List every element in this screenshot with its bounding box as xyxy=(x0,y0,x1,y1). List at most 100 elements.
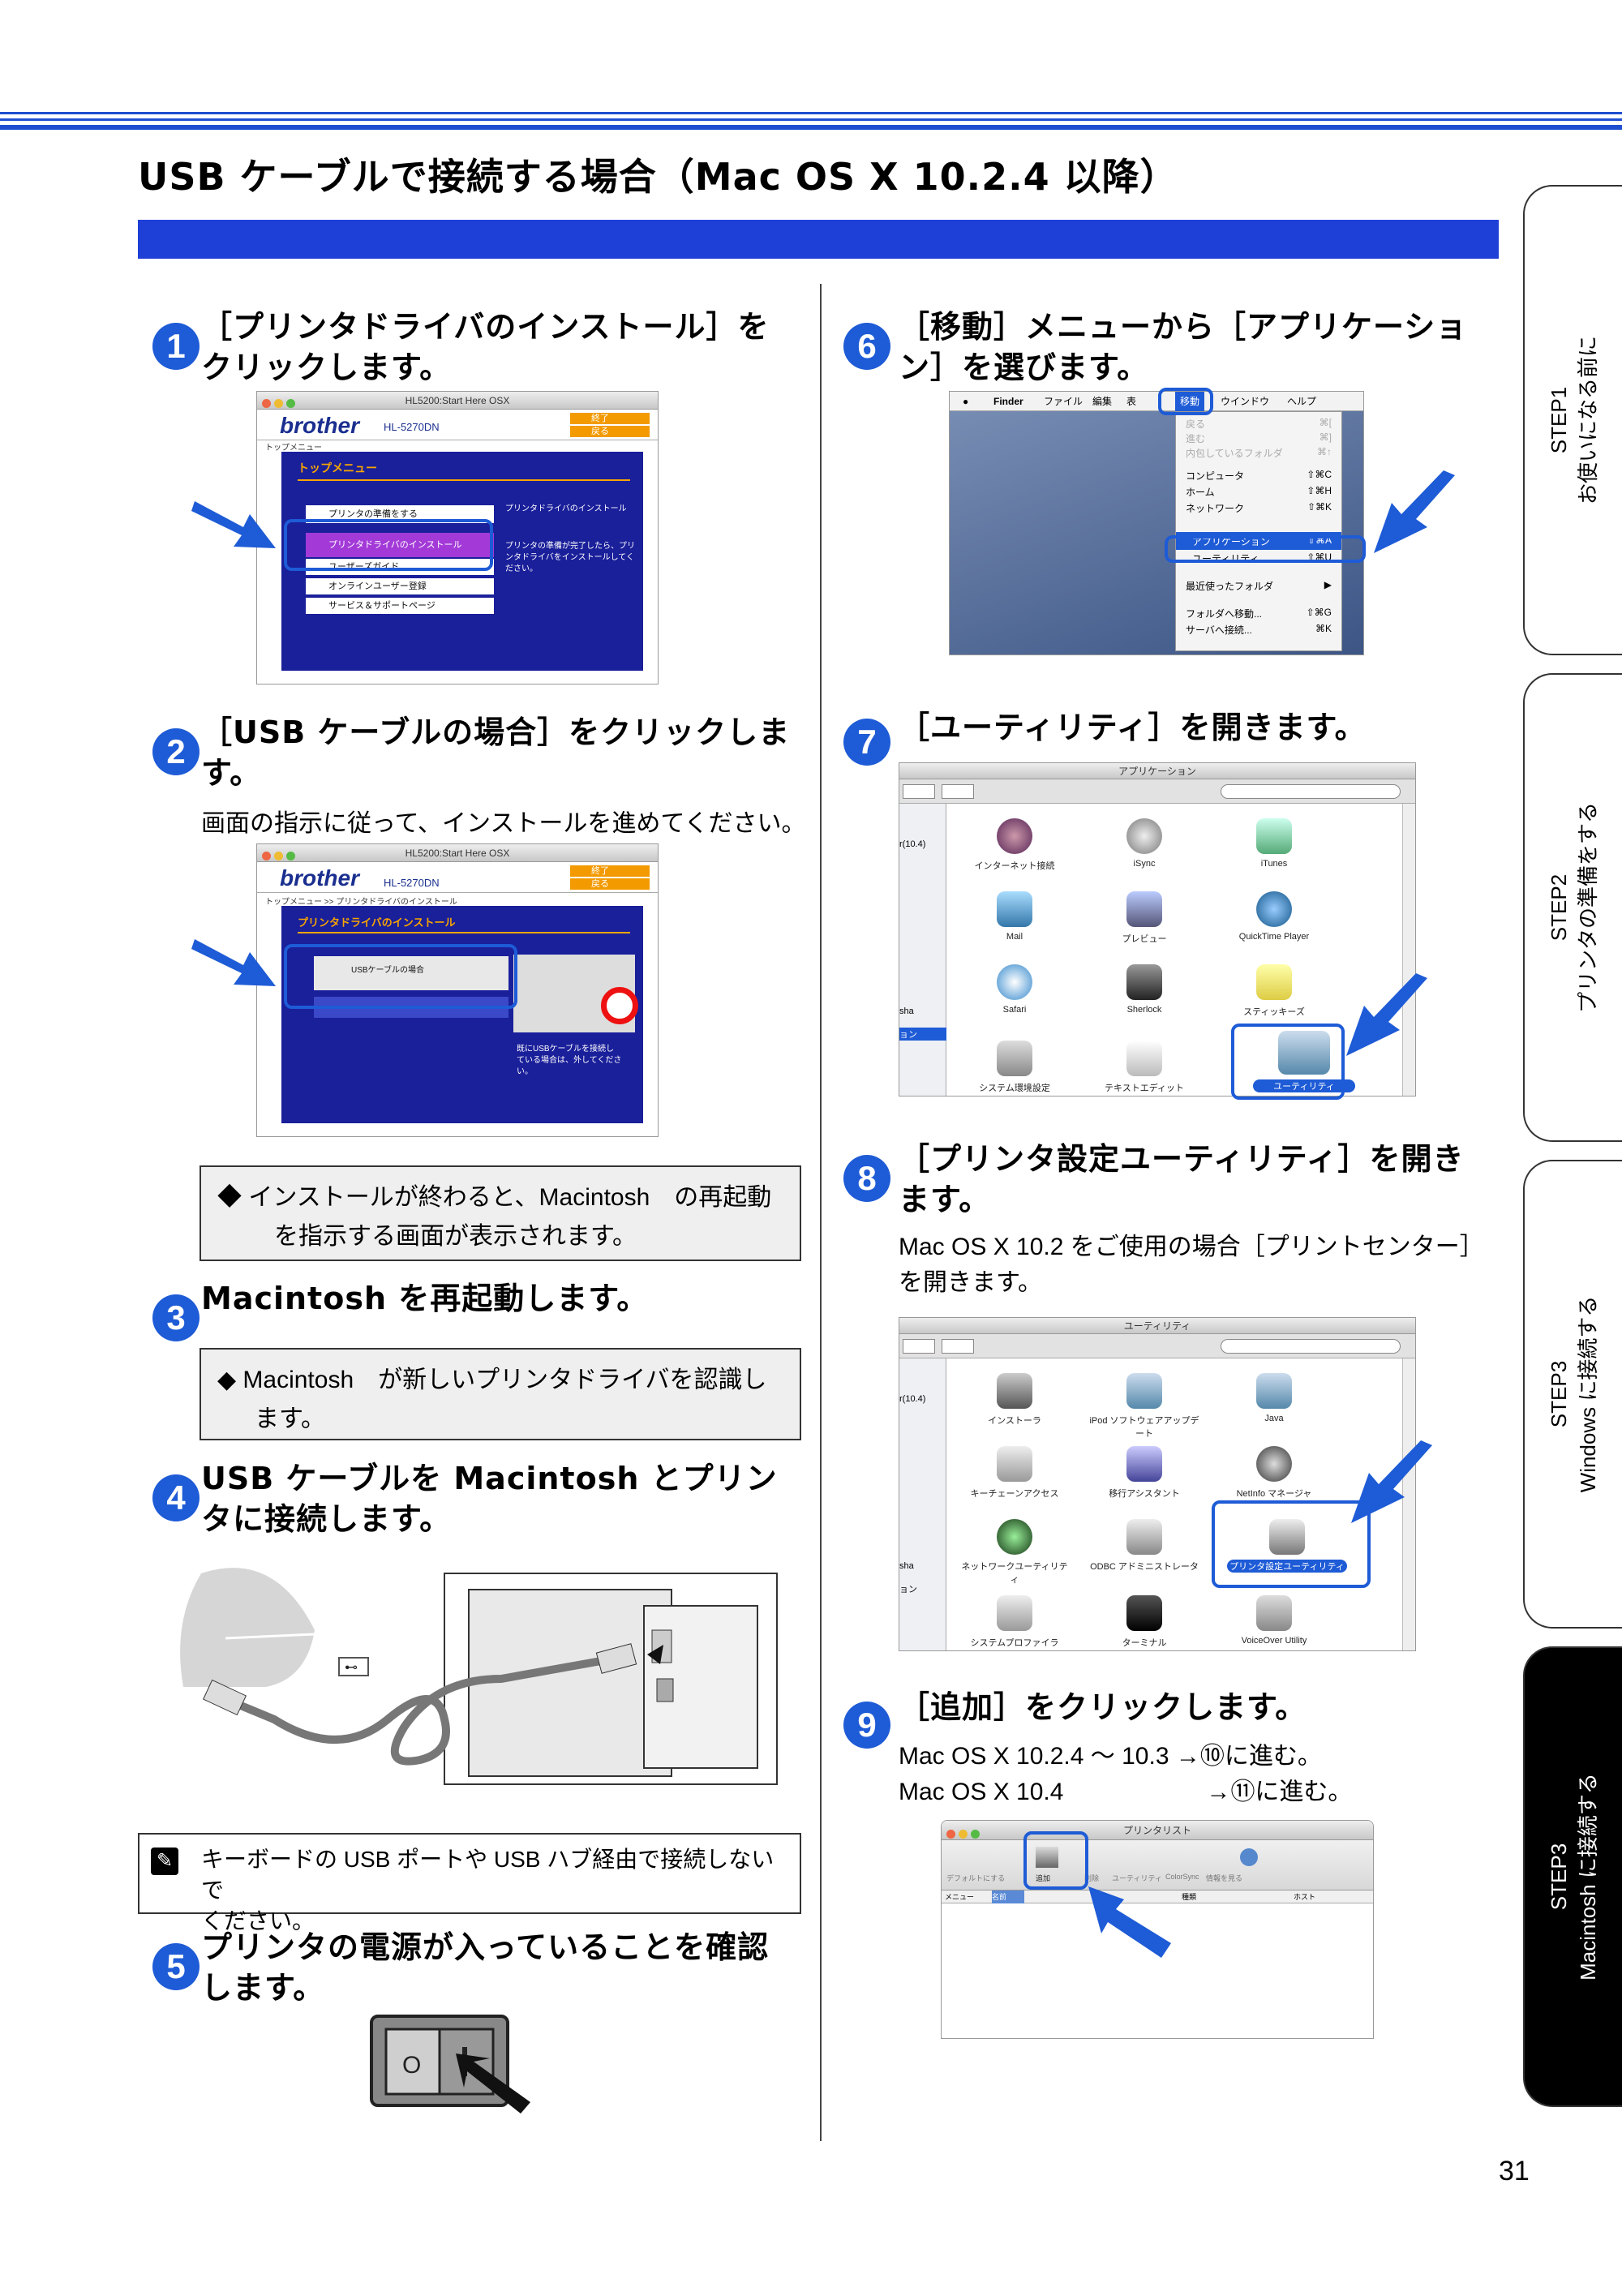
go-to-folder[interactable]: フォルダへ移動... xyxy=(1186,608,1263,620)
menubar-window[interactable]: ウインドウ xyxy=(1221,396,1270,407)
installer-screenshot-2: HL5200:Start Here OSX brother HL-5270DN … xyxy=(256,843,659,1137)
highlight-usb-option xyxy=(284,944,517,1009)
printer-list-screenshot: プリンタリスト デフォルトにする 追加 削除 ユーティリティ ColorSync… xyxy=(941,1820,1374,2039)
show-info-button[interactable]: 情報を見る xyxy=(1206,1874,1243,1882)
menubar-edit[interactable]: 編集 xyxy=(1092,396,1113,407)
applications-window-screenshot: アプリケーション r(10.4) sha ョン インターネット接続 iSync … xyxy=(899,762,1416,1097)
usb-cable-option[interactable]: USBケーブルの場合 xyxy=(314,956,508,990)
menubar-view[interactable]: 表 xyxy=(1126,396,1137,407)
netinfo-manager-app[interactable]: NetInfo マネージャ xyxy=(1217,1446,1331,1500)
menu-online-registration[interactable]: オンラインユーザー登録 xyxy=(306,578,494,594)
power-switch-illustration: O xyxy=(370,2015,530,2114)
finder-menu-screenshot: ● Finder ファイル 編集 表 移動 ウインドウ ヘルプ 戻る⌘[ 進む⌘… xyxy=(949,391,1364,655)
textedit-app[interactable]: テキストエディット xyxy=(1088,1041,1201,1094)
go-recent-folders[interactable]: 最近使ったフォルダ xyxy=(1186,581,1274,592)
search-field[interactable] xyxy=(1221,784,1401,799)
svg-text:⊷: ⊷ xyxy=(345,1659,358,1675)
quicktime-app[interactable]: QuickTime Player xyxy=(1217,891,1331,942)
network-utility-app[interactable]: ネットワークユーティリティ xyxy=(958,1519,1071,1586)
apple-icon[interactable]: ● xyxy=(963,396,969,407)
preview-app[interactable]: プレビュー xyxy=(1088,891,1201,945)
prohibited-icon xyxy=(601,987,638,1024)
pointer-arrow-icon xyxy=(1088,1886,1171,1958)
go-menu-dropdown: 戻る⌘[ 進む⌘] 内包しているフォルダ⌘↑ コンピュータ⇧⌘C ホーム⇧⌘H … xyxy=(1175,411,1342,651)
menubar-file[interactable]: ファイル xyxy=(1044,396,1083,407)
pointer-arrow-icon xyxy=(1374,470,1455,553)
step2-heading: ［USB ケーブルの場合］をクリックします。 xyxy=(201,715,791,791)
menu-support-page[interactable]: サービス＆サポートページ xyxy=(306,598,494,614)
menubar-finder[interactable]: Finder xyxy=(993,396,1023,407)
terminal-app[interactable]: ターミナル xyxy=(1088,1595,1201,1649)
step9-line1: Mac OS X 10.2.4 〜 10.3 →⑩に進む。 xyxy=(899,1743,1322,1770)
svg-text:O: O xyxy=(402,2052,421,2079)
mail-app[interactable]: Mail xyxy=(958,891,1071,942)
make-default-button[interactable]: デフォルトにする xyxy=(946,1874,1006,1882)
isync-app[interactable]: iSync xyxy=(1088,818,1201,869)
utility-button[interactable]: ユーティリティ xyxy=(1112,1874,1162,1882)
step-number-2: 2 xyxy=(152,728,200,775)
go-computer[interactable]: コンピュータ xyxy=(1186,470,1245,482)
add-printer-button[interactable]: 追加 xyxy=(1036,1874,1051,1882)
itunes-app[interactable]: iTunes xyxy=(1217,818,1331,869)
step-number-5: 5 xyxy=(152,1943,200,1990)
go-home[interactable]: ホーム xyxy=(1186,487,1215,498)
step-number-1: 1 xyxy=(152,323,200,370)
colorsync-button[interactable]: ColorSync xyxy=(1165,1873,1199,1881)
installer-app[interactable]: インストーラ xyxy=(958,1373,1071,1427)
system-preferences-app[interactable]: システム環境設定 xyxy=(958,1041,1071,1094)
step-number-7: 7 xyxy=(843,719,890,766)
menu-prepare-printer[interactable]: プリンタの準備をする xyxy=(306,505,494,523)
step8-heading: ［プリンタ設定ユーティリティ］を開きます。 xyxy=(899,1141,1465,1217)
printer-setup-utility-app[interactable]: プリンタ設定ユーティリティ xyxy=(1227,1519,1347,1573)
migration-assistant-app[interactable]: 移行アシスタント xyxy=(1088,1446,1201,1500)
step-number-3: 3 xyxy=(152,1294,200,1341)
step7-heading: ［ユーティリティ］を開きます。 xyxy=(899,710,1367,745)
menubar-help[interactable]: ヘルプ xyxy=(1287,396,1317,407)
add-printer-icon xyxy=(1036,1847,1058,1868)
stickies-app[interactable]: スティッキーズ xyxy=(1217,964,1331,1018)
system-profiler-app[interactable]: システムプロファイラ xyxy=(958,1595,1071,1649)
pointer-arrow-icon xyxy=(191,501,276,548)
quit-button-2[interactable]: 終了 xyxy=(570,865,650,877)
search-field-2[interactable] xyxy=(1221,1339,1401,1354)
page-number: 31 xyxy=(1499,2156,1530,2187)
step-number-8: 8 xyxy=(843,1155,890,1202)
safari-app[interactable]: Safari xyxy=(958,964,1071,1015)
ipod-updater-app[interactable]: iPod ソフトウェアアップデート xyxy=(1088,1373,1201,1440)
utilities-folder[interactable]: ユーティリティ xyxy=(1253,1031,1355,1092)
java-folder[interactable]: Java xyxy=(1217,1373,1331,1423)
go-network[interactable]: ネットワーク xyxy=(1186,503,1245,514)
back-button[interactable]: 戻る xyxy=(570,426,650,437)
delete-button[interactable]: 削除 xyxy=(1084,1874,1100,1882)
utilities-window-screenshot: ユーティリティ r(10.4) sha ョン インストーラ iPod ソフトウェ… xyxy=(899,1317,1416,1651)
step9-heading: ［追加］をクリックします。 xyxy=(899,1689,1307,1725)
highlight-utilities-folder xyxy=(1231,1024,1345,1100)
voiceover-utility-app[interactable]: VoiceOver Utility xyxy=(1217,1595,1331,1646)
quit-button[interactable]: 終了 xyxy=(570,413,650,424)
internet-connect-app[interactable]: インターネット接続 xyxy=(958,818,1071,872)
odbc-admin-app[interactable]: ODBC アドミニストレータ xyxy=(1088,1519,1201,1573)
pointer-arrow-icon xyxy=(1346,973,1427,1056)
go-connect-server[interactable]: サーバへ接続... xyxy=(1186,624,1252,636)
highlight-go-menu xyxy=(1158,388,1213,415)
page-title: USB ケーブルで接続する場合（Mac OS X 10.2.4 以降） xyxy=(138,155,1178,199)
go-applications[interactable]: アプリケーション xyxy=(1192,536,1270,547)
title-bar xyxy=(138,220,1499,259)
step-number-9: 9 xyxy=(843,1702,890,1749)
step4-caution: ✎ キーボードの USB ポートや USB ハブ経由で接続しないでください。 xyxy=(138,1833,801,1933)
menubar-go[interactable]: 移動 xyxy=(1175,392,1205,411)
step3-note: ◆ Macintosh が新しいプリンタドライバを認識します。 xyxy=(200,1348,801,1440)
step3-heading: Macintosh を再起動します。 xyxy=(201,1281,649,1316)
back-button-2[interactable]: 戻る xyxy=(570,878,650,890)
keychain-access-app[interactable]: キーチェーンアクセス xyxy=(958,1446,1071,1500)
sherlock-app[interactable]: Sherlock xyxy=(1088,964,1201,1015)
menu-install-driver[interactable]: プリンタドライバのインストール xyxy=(306,533,494,557)
step1-heading: ［プリンタドライバのインストール］をクリックします。 xyxy=(201,309,770,385)
highlight-add-button xyxy=(1023,1831,1088,1890)
step9-line2: Mac OS X 10.4→⑪に進む。 xyxy=(899,1779,1353,1805)
usb-connection-illustration: ⊷ xyxy=(180,1568,778,1785)
